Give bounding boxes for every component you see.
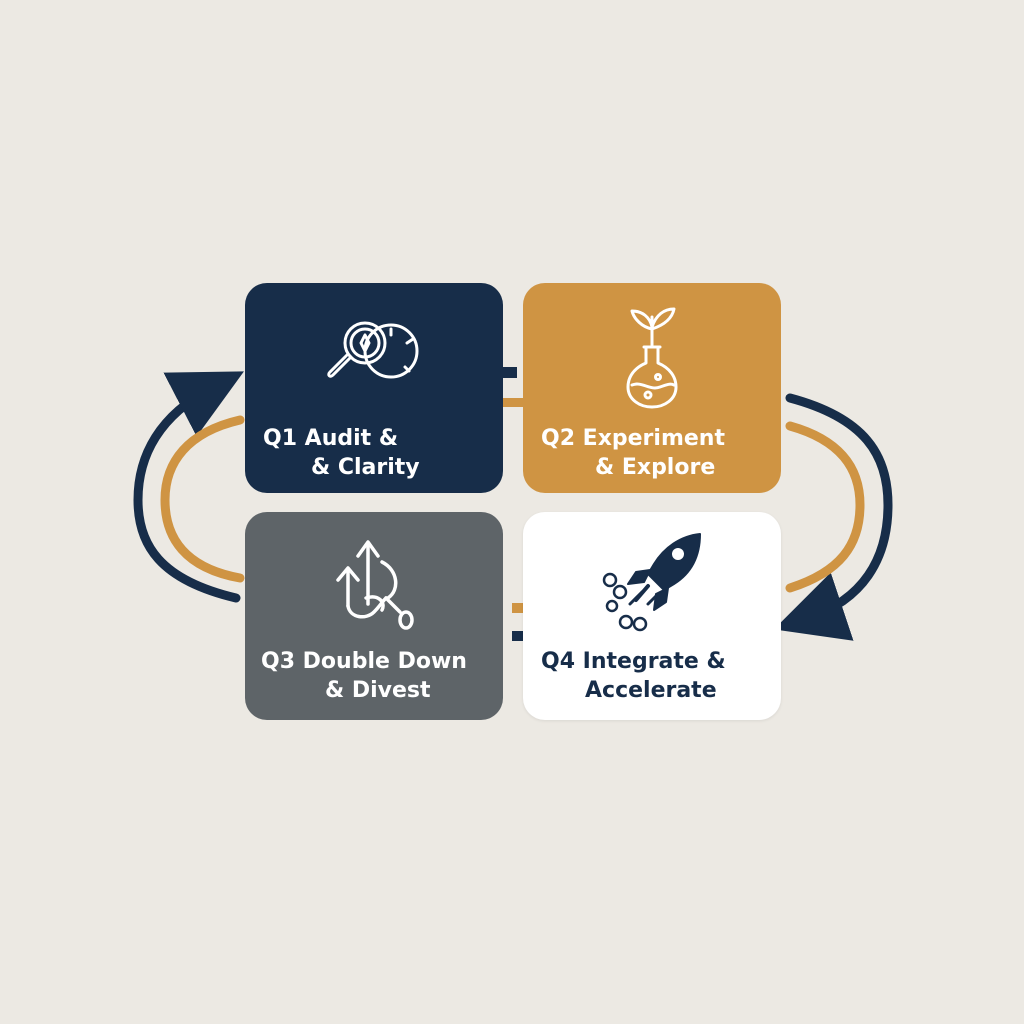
card-q4-label: Q4 Integrate & Accelerate: [523, 647, 781, 705]
sprout-flask-icon: [626, 307, 678, 409]
card-q3-label: Q3 Double Down & Divest: [245, 647, 503, 705]
card-q3-label-line2: & Divest: [325, 678, 431, 703]
card-q1-label-line2: & Clarity: [311, 455, 420, 480]
right-gold-arc: [785, 421, 865, 593]
card-q2-label-line1: Q2 Experiment: [541, 426, 725, 451]
connector-q3-q4-navy: [512, 631, 524, 641]
card-q2-label-line2: & Explore: [595, 455, 716, 480]
card-q3-label-line1: Q3 Double Down: [261, 649, 467, 674]
arrows-scissors-icon: [336, 540, 414, 630]
card-q2-experiment: Q2 Experiment & Explore: [523, 283, 781, 493]
card-q1-label-line1: Q1 Audit &: [263, 426, 399, 451]
connector-q1-q2-gold: [503, 398, 523, 407]
card-q4-label-line2: Accelerate: [585, 678, 717, 703]
left-navy-arrow: [133, 371, 244, 603]
connector-q1-q2-navy: [503, 367, 517, 378]
card-q4-integrate: Q4 Integrate & Accelerate: [523, 512, 781, 720]
card-q1-audit: Q1 Audit & & Clarity: [245, 283, 503, 493]
left-gold-arc: [160, 415, 245, 583]
card-q4-label-line1: Q4 Integrate &: [541, 649, 726, 674]
right-navy-arrow: [773, 393, 893, 641]
card-q1-label: Q1 Audit & & Clarity: [245, 424, 503, 482]
card-q2-label: Q2 Experiment & Explore: [523, 424, 781, 482]
magnifier-compass-icon: [327, 321, 419, 379]
rocket-icon: [602, 533, 701, 632]
connector-q3-q4-gold: [512, 603, 524, 613]
card-q3-double-down: Q3 Double Down & Divest: [245, 512, 503, 720]
